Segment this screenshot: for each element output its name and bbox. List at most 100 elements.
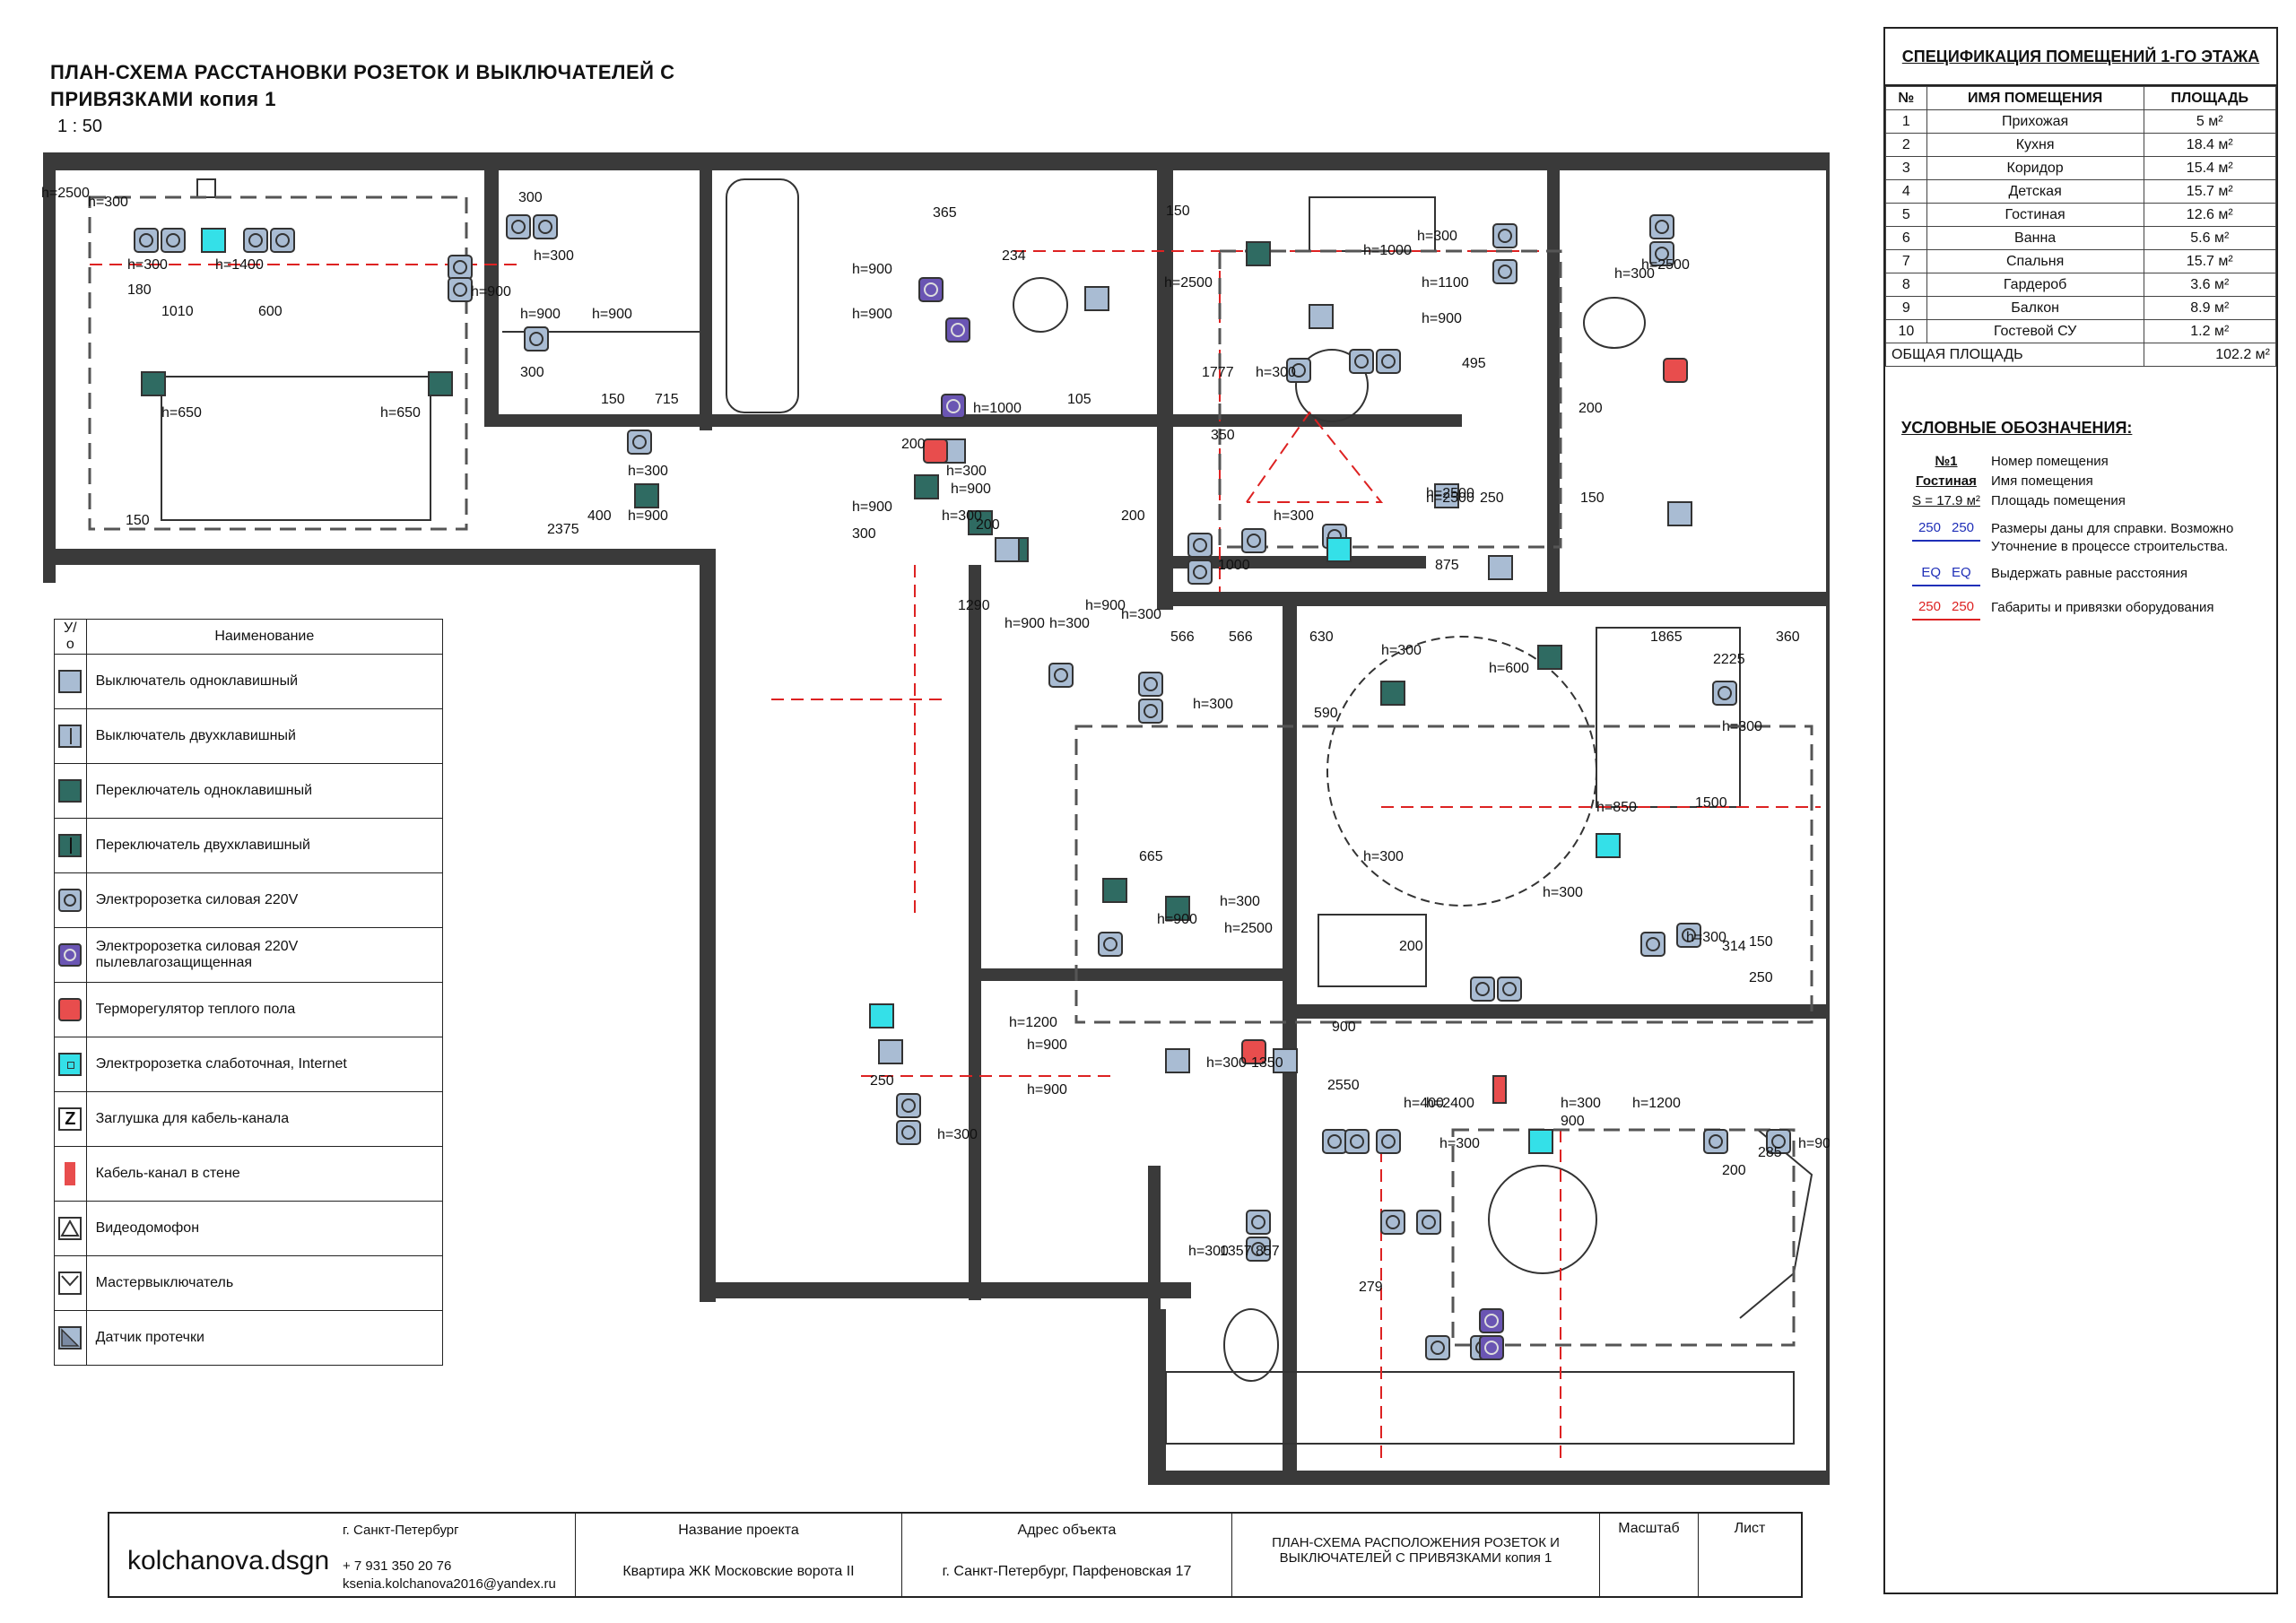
socket-ring (1502, 982, 1517, 996)
toggle-switch-icon (968, 510, 993, 535)
power-socket-icon (1349, 349, 1374, 374)
socket-ring (1498, 265, 1512, 279)
spec-cell-room: Гостевой СУ (1926, 319, 2144, 343)
power-socket-icon (1492, 259, 1518, 284)
video-intercom-icon (58, 1217, 83, 1240)
plan-dimension-label: h=1400 (215, 257, 264, 273)
room-tag-desc-number: Номер помещения (1991, 454, 2109, 469)
socket-ring (1498, 229, 1512, 243)
legend-header-row: У/о Наименование (54, 619, 444, 655)
power-socket-icon (1649, 214, 1674, 239)
plan-dimension-label: h=1100 (1422, 275, 1469, 291)
power-socket-icon (1649, 241, 1674, 266)
plan-dimension-label: 285 (1758, 1145, 1782, 1160)
power-socket-icon (1138, 672, 1163, 697)
plan-dimension-label: 1290 (958, 598, 990, 613)
company-phone: + 7 931 350 20 76 (343, 1558, 452, 1574)
power-socket-icon (533, 214, 558, 239)
plan-dimension-label: 630 (1309, 629, 1334, 645)
socket-ring (248, 233, 263, 247)
socket-ring (453, 260, 467, 274)
power-socket-icon (1187, 560, 1213, 585)
spec-total-label: ОБЩАЯ ПЛОЩАДЬ (1885, 343, 2144, 367)
plan-dimension-label: 105 (1067, 392, 1091, 407)
legend-symbol (54, 1037, 87, 1092)
socket-ring (511, 220, 526, 234)
power-socket-icon (1246, 1210, 1271, 1235)
legend-symbol (54, 1146, 87, 1202)
spec-cell-number: 3 (1885, 156, 1927, 180)
plan-dimension-label: h=300 (946, 464, 987, 479)
plan-room-outlines (88, 195, 1813, 1347)
company-email: ksenia.kolchanova2016@yandex.ru (343, 1576, 556, 1592)
spec-cell-number: 1 (1885, 109, 1927, 134)
switch-icon (1309, 304, 1334, 329)
plan-dimension-label: 665 (1139, 849, 1163, 864)
power-socket-icon (1344, 1129, 1370, 1154)
plan-dimension-label: h=300 (1220, 894, 1260, 909)
plan-dimension-label: 150 (126, 513, 150, 528)
plan-dimension-label: 495 (1462, 356, 1486, 371)
socket-ring (1193, 538, 1207, 552)
legend-item-name: Кабель-канал в стене (85, 1146, 444, 1202)
internet-socket-icon (58, 1053, 83, 1076)
plan-dimension-label: h=300 (1543, 885, 1583, 900)
socket-ring (1251, 1215, 1265, 1229)
switch-icon (995, 537, 1020, 562)
plan-dimension-label: h=2500 (1426, 486, 1474, 501)
stamp-project-cell: Название проекта Квартира ЖК Московские … (576, 1514, 902, 1596)
internet-socket-icon (1596, 833, 1621, 858)
room-tag-desc-name: Имя помещения (1991, 473, 2093, 489)
plan-dimension-label: 150 (1580, 490, 1605, 506)
plan-dimension-label: 200 (976, 517, 1000, 533)
thermostat-icon (923, 438, 948, 464)
socket-ring (275, 233, 290, 247)
plan-dimension-label: h=900 (852, 262, 892, 277)
power-socket-icon (941, 394, 966, 419)
plan-dimension-label: h=2500 (1164, 275, 1213, 291)
legend-symbol (54, 818, 87, 873)
power-socket-icon (58, 889, 83, 912)
power-socket-icon (1138, 699, 1163, 724)
room-spec-panel: СПЕЦИФИКАЦИЯ ПОМЕЩЕНИЙ 1-ГО ЭТАЖА № ИМЯ … (1883, 27, 2278, 1594)
master-switch-icon (58, 1271, 83, 1295)
legend-item-name: Электророзетка слаботочная, Internet (85, 1037, 444, 1092)
socket-ring (1771, 1134, 1786, 1149)
legend-item-name: Электророзетка силовая 220V (85, 872, 444, 928)
plan-dimension-label: 250 (1480, 490, 1504, 506)
spec-cell-number: 7 (1885, 249, 1927, 273)
plan-dimension-label: 180 (127, 282, 152, 298)
spec-cell-room: Спальня (1926, 249, 2144, 273)
plan-dimension-label: h=1000 (973, 401, 1022, 416)
legend-symbol (54, 872, 87, 928)
power-socket-icon (1286, 358, 1311, 383)
socket-ring (1247, 534, 1261, 548)
dimension-legend-text: Размеры даны для справки. Возможно Уточн… (1991, 521, 2234, 554)
spec-cell-number: 6 (1885, 226, 1927, 250)
plan-dimension-label: 875 (1435, 558, 1459, 573)
spec-cell-area: 15.7 м² (2143, 179, 2277, 204)
socket-ring (1292, 363, 1306, 378)
socket-ring (1718, 686, 1732, 700)
plan-dimension-label: 715 (655, 392, 679, 407)
leak-sensor-icon (58, 1326, 83, 1350)
power-socket-icon (1322, 1129, 1347, 1154)
socket-ring (1103, 937, 1118, 951)
plan-dimension-label: h=300 (1121, 607, 1161, 622)
company-logo: kolchanova.dsgn (127, 1546, 330, 1575)
plan-dimension-label: h=2400 (1426, 1096, 1474, 1111)
spec-cell-number: 4 (1885, 179, 1927, 204)
plan-dimension-label: h=300 (1381, 643, 1422, 658)
switch-icon (1273, 1048, 1298, 1073)
address-label: Адрес объекта (1017, 1523, 1117, 1538)
plan-dimension-label: h=300 (1274, 508, 1314, 524)
toggle-switch-icon (914, 474, 939, 499)
plan-dimension-label: 1350 (1251, 1055, 1283, 1071)
plan-dimension-label: 200 (1578, 401, 1603, 416)
spec-cell-area: 3.6 м² (2143, 273, 2277, 297)
power-socket-icon (1492, 223, 1518, 248)
